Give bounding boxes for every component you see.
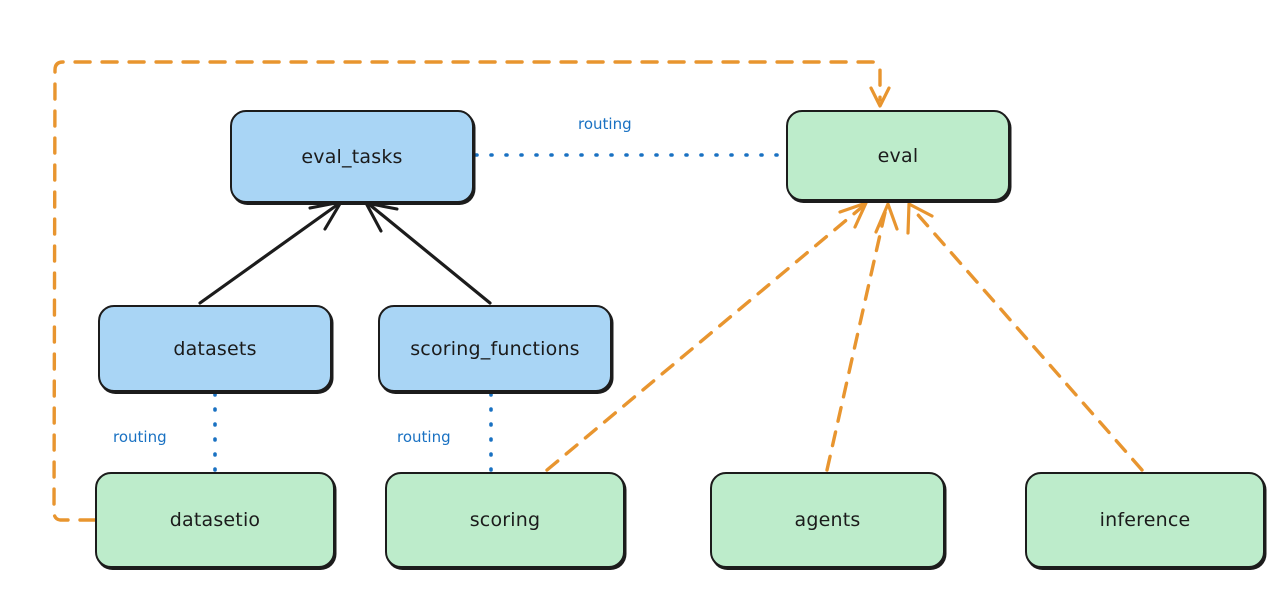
node-label: eval_tasks bbox=[301, 145, 403, 168]
node-label: datasets bbox=[173, 337, 257, 360]
edge-datasetio-to-eval bbox=[52, 60, 891, 522]
node-eval[interactable]: eval bbox=[786, 110, 1010, 201]
edge-agents-to-eval bbox=[825, 202, 899, 472]
edge-label-routing-datasets: routing bbox=[113, 428, 167, 446]
node-scoring[interactable]: scoring bbox=[385, 472, 625, 568]
edge-datasets-to-eval-tasks bbox=[198, 200, 343, 305]
node-label: datasetio bbox=[169, 509, 261, 531]
edge-label-routing-eval-tasks: routing bbox=[578, 115, 632, 133]
node-agents[interactable]: agents bbox=[710, 472, 945, 568]
edge-label-routing-scoring: routing bbox=[397, 428, 451, 446]
edge-inference-to-eval bbox=[906, 202, 1144, 472]
node-eval-tasks[interactable]: eval_tasks bbox=[230, 110, 474, 203]
node-datasetio[interactable]: datasetio bbox=[95, 472, 335, 568]
node-inference[interactable]: inference bbox=[1025, 472, 1265, 568]
node-label: inference bbox=[1099, 509, 1191, 531]
node-label: scoring_functions bbox=[410, 337, 580, 360]
edge-scoring-to-eval bbox=[545, 201, 868, 472]
node-label: scoring bbox=[469, 509, 541, 531]
node-datasets[interactable]: datasets bbox=[98, 305, 332, 392]
node-scoring-functions[interactable]: scoring_functions bbox=[378, 305, 612, 392]
edge-scoring-functions-to-eval-tasks bbox=[364, 201, 492, 305]
node-label: agents bbox=[794, 509, 861, 531]
node-label: eval bbox=[877, 144, 919, 167]
